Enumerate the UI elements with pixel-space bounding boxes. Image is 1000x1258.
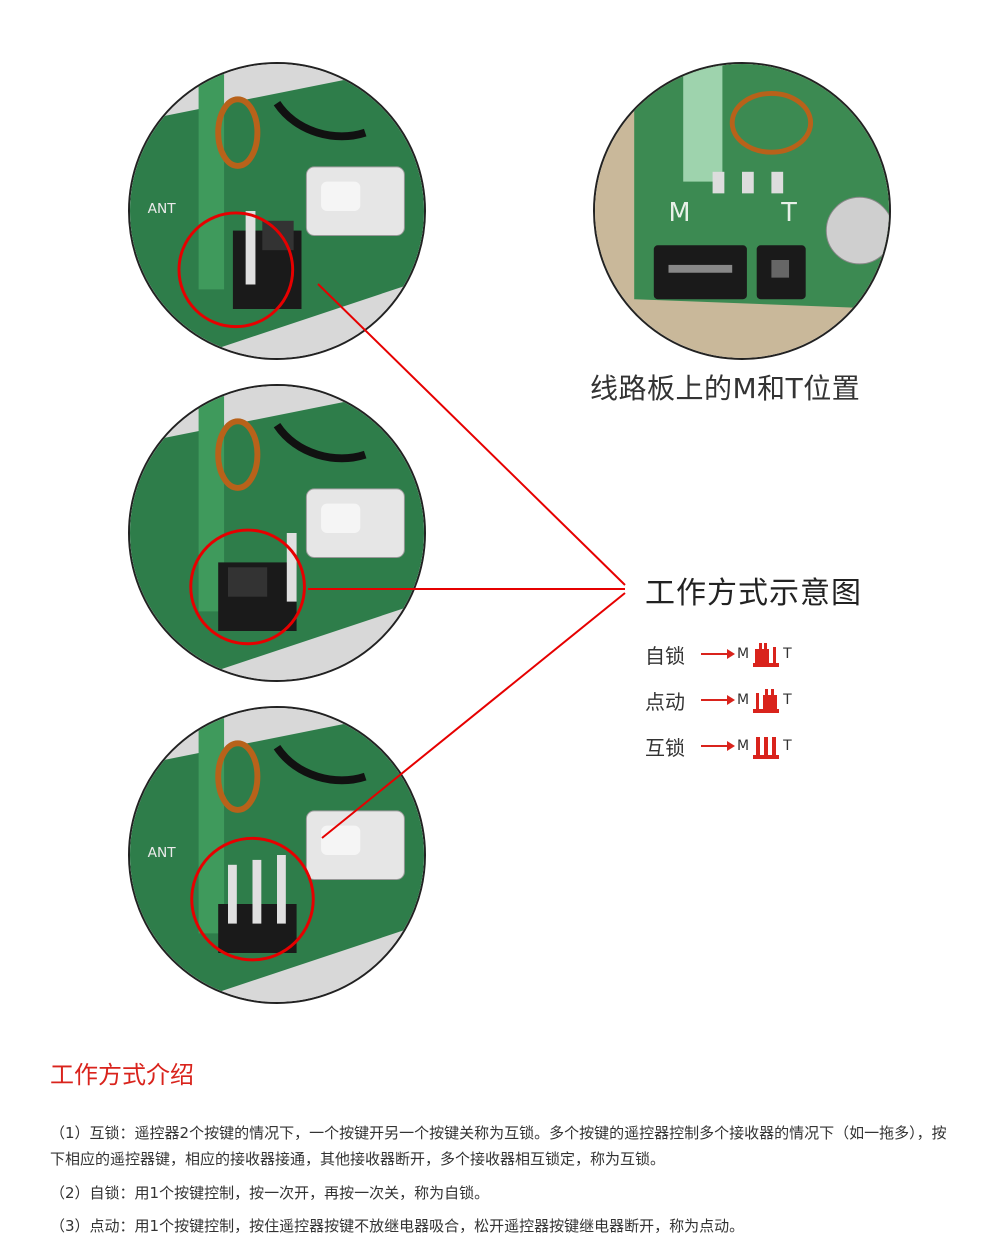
photo-jumper-left: ANT (128, 62, 426, 360)
legend-row-self-lock: 自锁 M T (645, 638, 792, 670)
highlight-circle (177, 211, 295, 329)
ant-label: ANT (148, 201, 177, 217)
jumper-right-icon (753, 689, 780, 713)
arrow-right-icon (701, 741, 735, 751)
no-jumper-icon (753, 737, 780, 759)
photo-jumper-right (128, 384, 426, 682)
board-t-label: T (780, 198, 797, 228)
pin-m-label: M (737, 738, 750, 754)
pin-t-label: T (783, 646, 792, 662)
pin-m-label: M (737, 692, 750, 708)
highlight-circle (190, 836, 315, 962)
pin-t-label: T (783, 738, 792, 754)
mode-label: 自锁 (645, 643, 685, 668)
photo-no-jumper: ANT (128, 706, 426, 1004)
arrow-right-icon (701, 695, 735, 705)
photo-board-closeup: M T (593, 62, 891, 360)
board-caption: 线路板上的M和T位置 (590, 372, 861, 405)
mode-label: 互锁 (645, 735, 685, 760)
intro-paragraph-momentary: （3）点动：用1个按键控制，按住遥控器按键不放继电器吸合，松开遥控器按键继电器断… (50, 1217, 745, 1235)
mode-label: 点动 (645, 689, 685, 714)
intro-title: 工作方式介绍 (50, 1061, 194, 1089)
highlight-circle (189, 528, 306, 646)
intro-paragraph-interlock: （1）互锁：遥控器2个按键的情况下，一个按键开另一个按键关称为互锁。多个按键的遥… (50, 1124, 947, 1168)
jumper-left-icon (753, 643, 780, 667)
pcb-illustration: ANT (130, 64, 424, 358)
legend-row-interlock: 互锁 M T (645, 730, 792, 762)
pcb-illustration (130, 386, 424, 680)
ant-label: ANT (148, 845, 177, 861)
pcb-closeup-illustration: M T (595, 64, 889, 358)
pcb-illustration: ANT (130, 708, 424, 1002)
arrow-right-icon (701, 649, 735, 659)
legend-title: 工作方式示意图 (645, 576, 862, 611)
pin-t-label: T (783, 692, 792, 708)
intro-paragraph-self-lock: （2）自锁：用1个按键控制，按一次开，再按一次关，称为自锁。 (50, 1184, 490, 1202)
pin-m-label: M (737, 646, 750, 662)
board-m-label: M (669, 198, 691, 228)
legend-row-momentary: 点动 M T (645, 684, 792, 716)
